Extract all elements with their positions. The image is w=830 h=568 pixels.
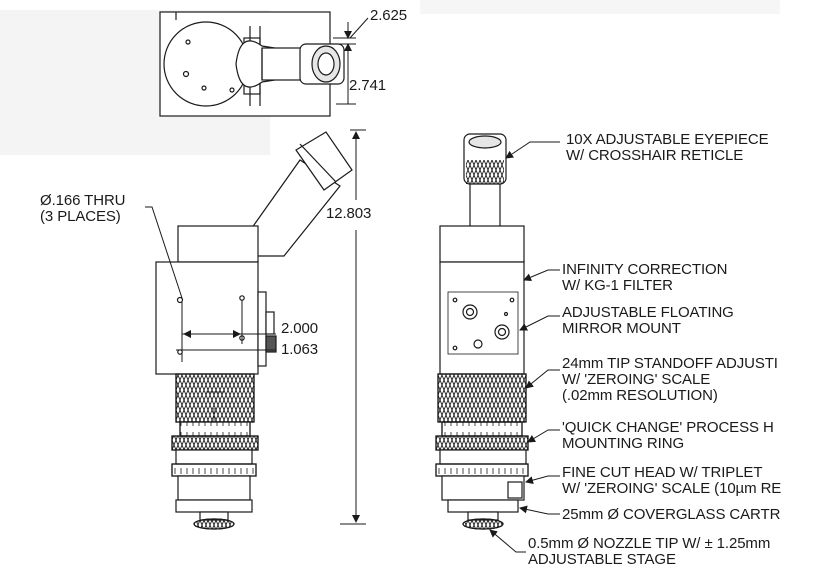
callout-nozzle-tip-line-2: ADJUSTABLE STAGE bbox=[528, 551, 676, 568]
callout-quick-change-line-2: MOUNTING RING bbox=[562, 435, 685, 452]
dimension-hole-spacing-wide: 2.000 bbox=[281, 320, 319, 337]
callout-eyepiece: 10X ADJUSTABLE EYEPIECE W/ CROSSHAIR RET… bbox=[566, 132, 769, 164]
callout-fine-cut-head-line-1: FINE CUT HEAD W/ TRIPLET bbox=[562, 464, 763, 481]
front-view bbox=[435, 133, 529, 530]
dimension-hole-spacing-narrow: 1.063 bbox=[281, 341, 319, 358]
side-view bbox=[155, 131, 353, 530]
background-panel-top bbox=[420, 0, 780, 14]
top-view-dimensions bbox=[333, 17, 369, 105]
callout-eyepiece-line-1: 10X ADJUSTABLE EYEPIECE bbox=[566, 131, 769, 148]
callout-quick-change-line-1: 'QUICK CHANGE' PROCESS H bbox=[562, 419, 774, 436]
bore-count-label: (3 PLACES) bbox=[40, 208, 121, 225]
dimension-top-offset: 2.625 bbox=[370, 7, 408, 24]
callout-eyepiece-line-2: W/ CROSSHAIR RETICLE bbox=[566, 147, 744, 164]
dimension-top-height: 2.741 bbox=[349, 77, 387, 94]
callout-infinity-correction: INFINITY CORRECTION W/ KG-1 FILTER bbox=[562, 262, 727, 294]
bore-diameter-label: Ø.166 THRU bbox=[40, 192, 126, 209]
callout-floating-mirror-line-1: ADJUSTABLE FLOATING bbox=[562, 304, 734, 321]
callout-infinity-correction-line-1: INFINITY CORRECTION bbox=[562, 261, 728, 278]
callout-infinity-correction-line-2: W/ KG-1 FILTER bbox=[562, 277, 673, 294]
side-view-dimensions bbox=[145, 129, 366, 525]
callout-fine-cut-head: FINE CUT HEAD W/ TRIPLET W/ 'ZEROING' SC… bbox=[562, 465, 781, 497]
callout-floating-mirror: ADJUSTABLE FLOATING MIRROR MOUNT bbox=[562, 305, 734, 337]
callout-coverglass-line-1: 25mm Ø COVERGLASS CARTR bbox=[562, 506, 781, 523]
callout-tip-standoff-line-2: W/ 'ZEROING' SCALE bbox=[562, 371, 711, 388]
callout-tip-standoff-line-3: (.02mm RESOLUTION) bbox=[562, 387, 718, 404]
callout-leaders bbox=[489, 141, 560, 553]
bore-callout: Ø.166 THRU (3 PLACES) bbox=[40, 192, 126, 225]
callout-tip-standoff: 24mm TIP STANDOFF ADJUSTI W/ 'ZEROING' S… bbox=[562, 356, 778, 404]
callout-tip-standoff-line-1: 24mm TIP STANDOFF ADJUSTI bbox=[562, 355, 778, 372]
dimension-overall-height: 12.803 bbox=[326, 205, 372, 222]
callout-coverglass: 25mm Ø COVERGLASS CARTR bbox=[562, 507, 780, 523]
callout-quick-change: 'QUICK CHANGE' PROCESS H MOUNTING RING bbox=[562, 420, 774, 452]
callout-floating-mirror-line-2: MIRROR MOUNT bbox=[562, 320, 681, 337]
callout-fine-cut-head-line-2: W/ 'ZEROING' SCALE (10µm RE bbox=[562, 480, 782, 497]
top-view bbox=[159, 11, 345, 117]
callout-nozzle-tip-line-1: 0.5mm Ø NOZZLE TIP W/ ± 1.25mm bbox=[528, 535, 771, 552]
callout-nozzle-tip: 0.5mm Ø NOZZLE TIP W/ ± 1.25mm ADJUSTABL… bbox=[528, 536, 770, 568]
